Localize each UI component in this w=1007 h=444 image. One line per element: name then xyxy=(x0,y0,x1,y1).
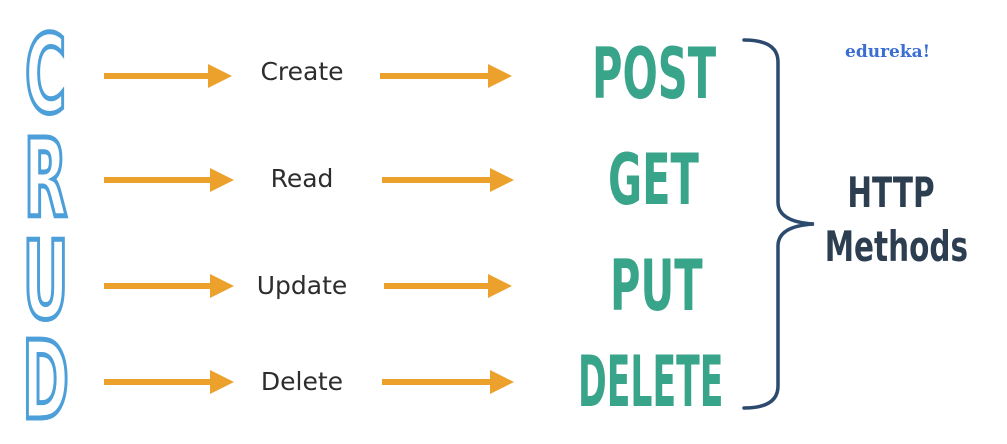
crud-http-diagram: C R U D Create Read Update Delete POST G… xyxy=(21,13,969,444)
operation-delete: Delete xyxy=(260,366,344,396)
connector-layer xyxy=(104,38,815,410)
arrowhead-right-read xyxy=(490,168,514,192)
acronym-letter-r: R xyxy=(22,117,68,242)
arrow-row-create xyxy=(104,64,512,88)
arrowhead-right-delete xyxy=(490,370,514,394)
arrowhead-left-read xyxy=(210,168,234,192)
acronym-letter-u: U xyxy=(21,219,70,344)
acronym-letter-c: C xyxy=(23,13,67,138)
arrow-row-read xyxy=(104,168,514,192)
arrowhead-right-update xyxy=(488,274,512,298)
arrow-row-update xyxy=(104,274,512,298)
method-get: GET xyxy=(608,139,699,221)
arrowhead-left-delete xyxy=(210,370,234,394)
arrowhead-right-create xyxy=(488,64,512,88)
method-delete: DELETE xyxy=(578,341,724,423)
arrowhead-left-create xyxy=(208,64,232,88)
operation-read: Read xyxy=(270,163,334,193)
method-put: PUT xyxy=(610,245,703,327)
curly-brace xyxy=(742,38,815,410)
http-methods-label-line1: HTTP xyxy=(847,168,935,217)
arrowhead-left-update xyxy=(210,274,234,298)
http-methods-label-line2: Methods xyxy=(824,222,969,271)
method-post: POST xyxy=(592,33,717,115)
arrow-row-delete xyxy=(104,370,514,394)
operation-create: Create xyxy=(260,56,344,86)
acronym-letter-d: D xyxy=(21,319,71,444)
http-methods-label: HTTP Methods xyxy=(824,166,969,274)
operation-update: Update xyxy=(256,270,348,300)
brand-logo: edureka! xyxy=(845,42,931,62)
